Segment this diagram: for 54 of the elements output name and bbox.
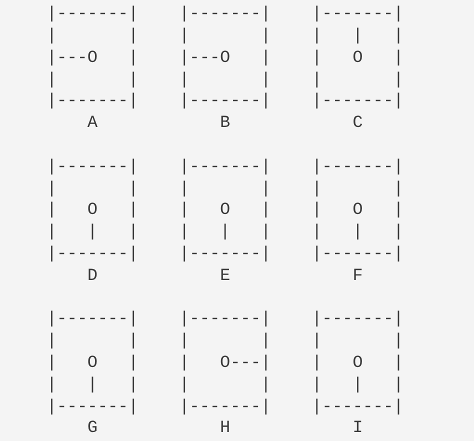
ascii-art-line: | |: [312, 70, 404, 92]
ascii-art-line: | | |: [312, 222, 404, 244]
ascii-art-line: | |: [179, 26, 272, 48]
ascii-art-line: |---O |: [179, 48, 272, 70]
ascii-art-line: |-------|: [179, 156, 272, 178]
ascii-art-line: | |: [179, 374, 272, 396]
ascii-art-line: |-------|: [46, 309, 138, 332]
panel-letter: E: [220, 266, 230, 288]
panel-letter: B: [220, 113, 230, 135]
ascii-art-line: | | |: [312, 374, 404, 396]
ascii-art-line: |-------|: [46, 4, 138, 26]
ascii-art-line: |-------|: [312, 91, 404, 114]
panel-letter: A: [87, 113, 98, 135]
ascii-art-line: | | |: [46, 374, 138, 396]
ascii-art-line: | | |: [46, 222, 138, 244]
ascii-art-line: | |: [179, 70, 272, 92]
ascii-art-line: |-------|: [312, 309, 404, 332]
ascii-art-line: | |: [46, 178, 138, 200]
ascii-art-line: |-------|: [179, 244, 272, 266]
ascii-art-line: |-------|: [312, 4, 404, 26]
panel-letter: G: [87, 418, 98, 440]
ascii-art-line: |-------|: [179, 4, 272, 26]
ascii-art-line: | O---|: [179, 352, 272, 375]
ascii-art-line: |-------|: [46, 156, 138, 178]
ascii-art-line: | O |: [46, 200, 138, 222]
ascii-art-line: | |: [179, 331, 272, 353]
ascii-art-line: |-------|: [179, 91, 272, 114]
ascii-art-line: |---O |: [46, 48, 138, 70]
panel-letter: C: [352, 113, 363, 135]
ascii-art-line: |-------|: [46, 91, 138, 114]
ascii-art-line: | | |: [312, 26, 404, 48]
ascii-art-line: | |: [46, 331, 138, 353]
ascii-art-line: | O |: [46, 352, 138, 375]
ascii-art-line: | |: [46, 70, 138, 92]
ascii-art-line: |-------|: [46, 244, 138, 266]
ascii-art-line: |-------|: [312, 396, 404, 418]
panel-letter: D: [87, 266, 98, 288]
panel-letter: I: [352, 418, 363, 440]
ascii-art-line: | | |: [179, 222, 272, 244]
ascii-art-line: |-------|: [312, 244, 404, 266]
ascii-art-line: | O |: [312, 48, 404, 70]
ascii-art-line: | |: [46, 26, 138, 48]
ascii-art-line: | |: [179, 178, 272, 200]
ascii-art-line: | |: [312, 331, 404, 353]
ascii-art-line: |-------|: [46, 396, 138, 418]
ascii-art-line: | O |: [179, 200, 272, 222]
ascii-art-line: | |: [312, 178, 404, 200]
panel-letter: F: [352, 266, 363, 288]
ascii-art-line: |-------|: [179, 309, 272, 332]
ascii-art-line: |-------|: [312, 156, 404, 178]
panel-letter: H: [220, 418, 230, 440]
ascii-art-line: | O |: [312, 352, 404, 375]
ascii-art-line: |-------|: [179, 396, 272, 418]
ascii-art-line: | O |: [312, 200, 404, 222]
